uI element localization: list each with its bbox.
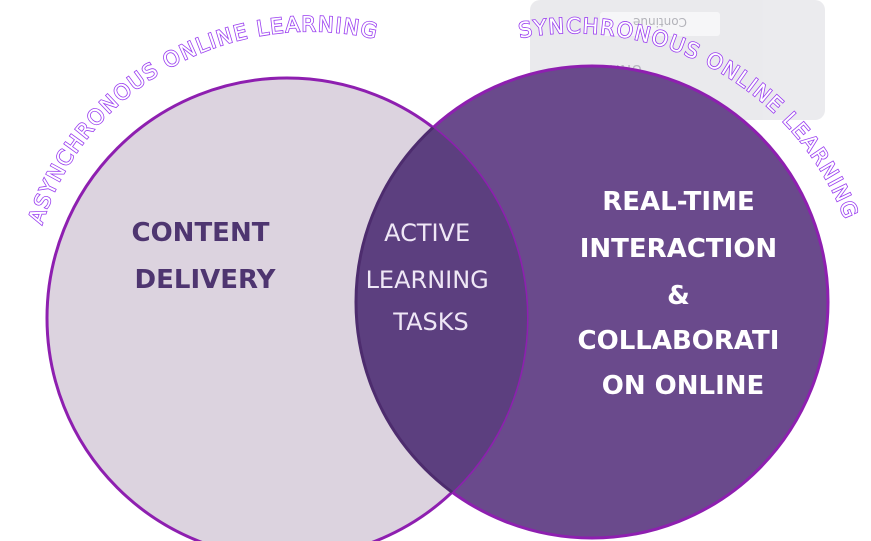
overlap-body-line: ACTIVE	[384, 219, 470, 247]
right-body-line: REAL-TIME	[602, 187, 754, 217]
overlap-body-line: LEARNING	[366, 266, 489, 294]
left-body-line: CONTENT	[132, 218, 270, 248]
overlap-body-text: ACTIVE LEARNING TASKS	[366, 219, 497, 336]
right-body-line: INTERACTION	[580, 234, 777, 264]
overlap-body-line: TASKS	[392, 308, 468, 336]
overlap-region	[354, 78, 527, 540]
right-body-text: REAL-TIME INTERACTION & COLLABORATI ON O…	[578, 187, 789, 401]
screenshot-button-label: Continue	[633, 15, 687, 29]
screenshot-button	[600, 12, 720, 36]
left-body-text: CONTENT DELIVERY	[132, 218, 279, 295]
left-body-line: DELIVERY	[135, 265, 277, 295]
right-body-line: ON ONLINE	[602, 371, 765, 401]
right-body-line: &	[667, 281, 690, 311]
right-body-line: COLLABORATI	[578, 326, 780, 356]
